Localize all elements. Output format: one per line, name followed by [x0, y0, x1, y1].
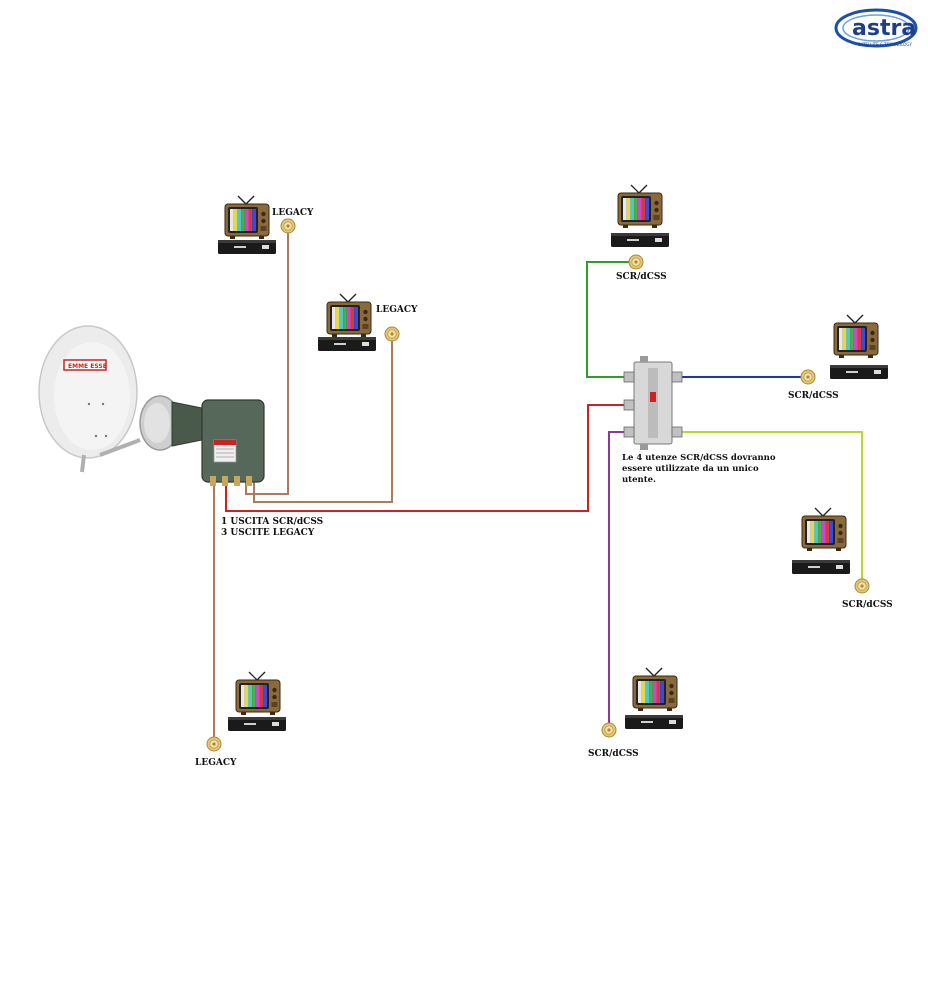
connector-icon	[601, 722, 617, 738]
dish-icon: EMME ESSE	[38, 325, 141, 473]
receiver-icon	[792, 560, 850, 574]
green-branch-cable	[586, 261, 636, 378]
label-legacy-1: LEGACY	[272, 208, 314, 218]
purple-branch-cable	[608, 431, 624, 730]
splitter-note-2: essere utilizzate da un unico	[622, 464, 759, 474]
scr-trunk-cable	[225, 404, 624, 512]
lnb-output-note-2: 3 USCITE LEGACY	[221, 528, 315, 538]
label-scr-2: SCR/dCSS	[788, 391, 839, 401]
tv-scr-1	[611, 184, 669, 247]
tv-icon	[632, 667, 678, 712]
label-legacy-2: LEGACY	[376, 305, 418, 315]
tv-scr-3	[792, 507, 850, 574]
logo-tagline: SATELLITE & TECHNOLOGY	[858, 42, 912, 47]
tv-legacy-2	[318, 293, 376, 351]
connector-icon	[628, 254, 644, 270]
tv-icon	[617, 184, 663, 229]
label-scr-1: SCR/dCSS	[616, 272, 667, 282]
splitter-note-1: Le 4 utenze SCR/dCSS dovranno	[622, 453, 776, 463]
connector-icon	[800, 369, 816, 385]
receiver-icon	[830, 365, 888, 379]
lnb-icon	[139, 395, 265, 486]
receiver-icon	[625, 715, 683, 729]
connector-icon	[280, 218, 296, 234]
label-scr-3: SCR/dCSS	[842, 600, 893, 610]
receiver-icon	[218, 240, 276, 254]
receiver-icon	[228, 717, 286, 731]
tv-icon	[833, 314, 879, 359]
tv-icon	[801, 507, 847, 552]
label-legacy-3: LEGACY	[195, 758, 237, 768]
label-scr-4: SCR/dCSS	[588, 749, 639, 759]
cables	[213, 226, 863, 744]
tv-legacy-3	[228, 671, 286, 731]
connector-icon	[854, 578, 870, 594]
connector-icon	[384, 326, 400, 342]
tv-icon	[235, 671, 281, 716]
lnb-output-note-1: 1 USCITA SCR/dCSS	[221, 517, 323, 527]
dish-brand-label: EMME ESSE	[68, 363, 107, 370]
tv-scr-2	[830, 314, 888, 379]
connector-icon	[206, 736, 222, 752]
tv-legacy-1	[218, 195, 276, 254]
astra-logo: astra SATELLITE & TECHNOLOGY	[834, 8, 918, 48]
logo-text: astra	[852, 16, 916, 41]
splitter-note-3: utente.	[622, 475, 656, 485]
receiver-icon	[318, 337, 376, 351]
tv-scr-4	[625, 667, 683, 729]
receiver-icon	[611, 233, 669, 247]
tv-icon	[326, 293, 372, 338]
yellow-branch-cable	[676, 431, 863, 586]
splitter-icon	[623, 356, 683, 450]
tv-icon	[224, 195, 270, 240]
legacy-cable-2	[253, 334, 393, 503]
